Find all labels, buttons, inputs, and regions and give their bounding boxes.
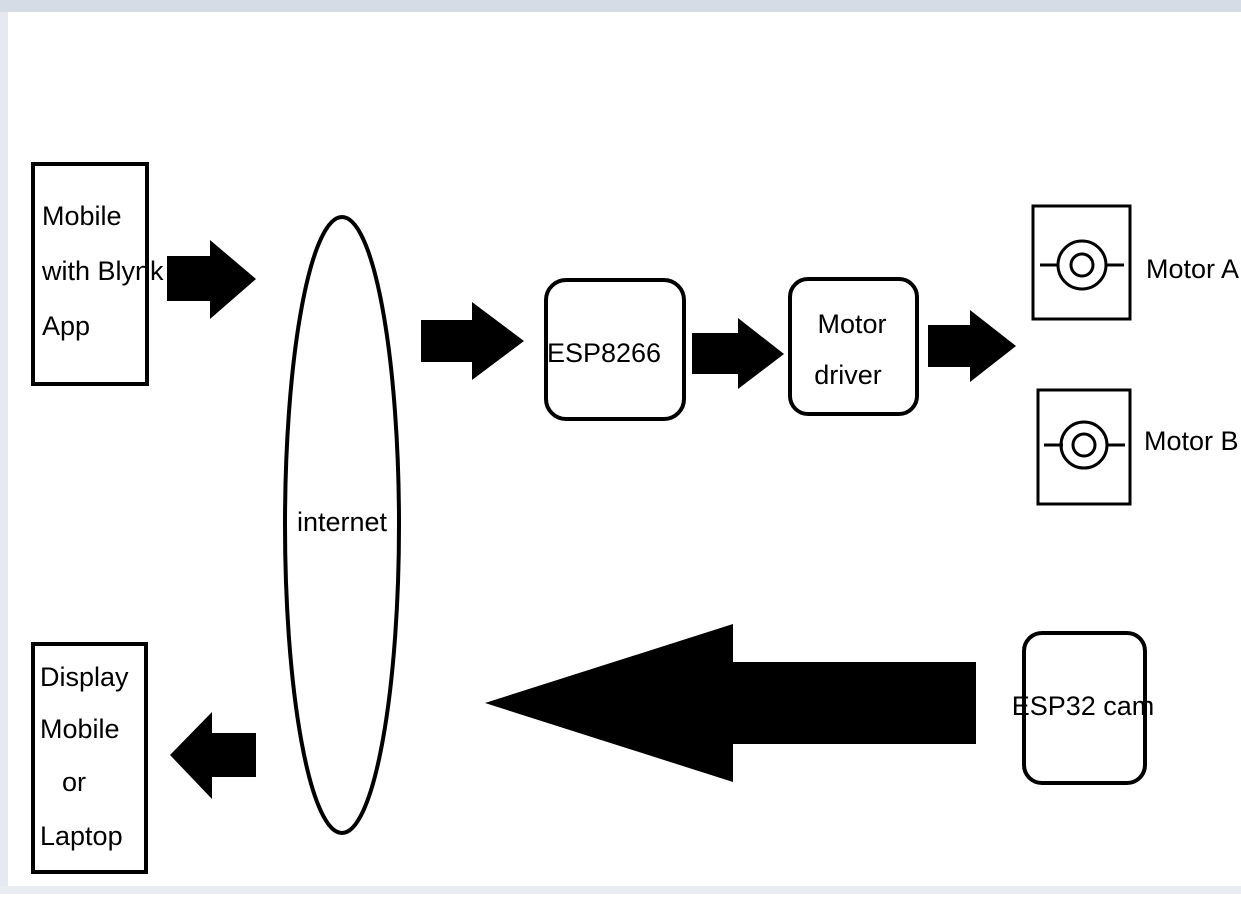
mobile-blynk-box <box>31 162 149 386</box>
internet-cloud <box>283 215 401 835</box>
esp32-cam-label: ESP32 cam <box>1012 691 1155 721</box>
esp8266-box <box>544 278 686 421</box>
arrow-mobile-to-internet <box>167 240 256 319</box>
motor-driver-line-2: driver <box>814 360 882 390</box>
motor-a-box <box>1031 204 1132 321</box>
node-motor-driver: Motor driver <box>788 277 919 416</box>
motor-driver-line-1: Motor <box>817 309 886 339</box>
top-frame-bar <box>0 0 1241 12</box>
arrow-internet-to-esp8266 <box>421 302 524 380</box>
esp32-cam-box <box>1022 631 1147 785</box>
motor-driver-box <box>788 277 919 416</box>
mobile-blynk-line-2: with Blynk <box>41 256 164 286</box>
node-display: Display Mobile or Laptop <box>31 642 148 874</box>
display-line-4: Laptop <box>40 821 123 851</box>
arrow-esp8266-to-motor-driver <box>692 318 784 389</box>
arrow-internet-to-display <box>170 712 256 799</box>
mobile-blynk-line-3: App <box>42 311 90 341</box>
node-motor-b: Motor B <box>1036 388 1239 506</box>
motor-a-label: Motor A <box>1146 254 1239 284</box>
motor-symbol-icon <box>1040 239 1124 291</box>
node-motor-a: Motor A <box>1031 204 1239 321</box>
display-line-1: Display <box>40 662 129 692</box>
internet-label: internet <box>297 507 388 537</box>
motor-symbol-icon <box>1044 420 1125 470</box>
arrow-esp32cam-to-internet <box>485 624 976 782</box>
node-esp8266: ESP8266 <box>544 278 686 421</box>
arrow-motor-driver-to-motors <box>928 310 1016 382</box>
left-frame-bar <box>0 12 8 894</box>
mobile-blynk-line-1: Mobile <box>42 201 122 231</box>
display-box <box>31 642 148 874</box>
bottom-frame-bar <box>0 886 1241 894</box>
node-esp32-cam: ESP32 cam <box>1012 631 1155 785</box>
display-line-3: or <box>62 767 86 797</box>
display-line-2: Mobile <box>40 714 120 744</box>
node-internet: internet <box>283 215 401 835</box>
motor-b-box <box>1036 388 1132 506</box>
esp8266-label: ESP8266 <box>547 338 661 368</box>
motor-b-label: Motor B <box>1144 426 1239 456</box>
node-mobile-blynk: Mobile with Blynk App <box>31 162 164 386</box>
